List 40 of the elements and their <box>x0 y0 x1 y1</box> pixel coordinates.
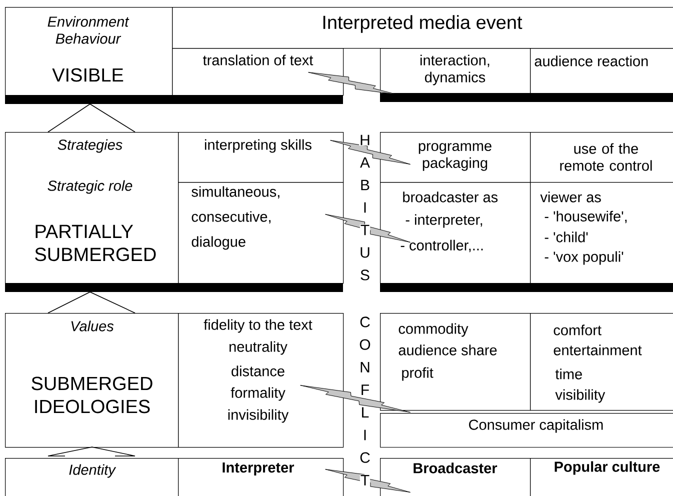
vertical-letter: C <box>359 316 371 328</box>
level-cell: Identity <box>5 458 179 496</box>
table-cell: Interpreter <box>178 458 344 496</box>
table-cell: commodity audience share profit <box>380 313 531 411</box>
vertical-letter: F <box>360 384 370 396</box>
vertical-letter: A <box>360 156 370 168</box>
level-cell: Strategies Strategic role PARTIALLY SUBMERGED <box>5 132 179 284</box>
vertical-letter: I <box>362 202 368 214</box>
lightning-bolt <box>325 214 411 243</box>
vertical-letter: H <box>359 134 371 146</box>
table-cell: comfort entertainment time visibility <box>530 313 673 411</box>
level-cell: Values SUBMERGED IDEOLOGIES <box>5 313 179 448</box>
table-cell: use of the remote control <box>530 132 673 183</box>
vertical-letter: N <box>359 362 371 373</box>
table-cell: audience reaction <box>530 48 673 94</box>
table-cell: simultaneous, consecutive, dialogue <box>178 182 344 284</box>
vertical-letter: S <box>360 269 370 281</box>
vertical-letter: C <box>359 452 371 464</box>
lightning-bolt <box>330 140 411 165</box>
header-cell: Interpreted media event <box>172 7 673 49</box>
table-cell: Consumer capitalism <box>380 413 673 448</box>
vertical-letter: U <box>359 246 371 258</box>
lightning-bolt <box>300 385 411 413</box>
vertical-letter: B <box>360 179 370 191</box>
vertical-letter: O <box>358 338 372 350</box>
vertical-letter: T <box>360 224 370 236</box>
table-cell: broadcaster as - interpreter, - controller,... <box>380 182 531 284</box>
table-cell: interaction, dynamics <box>380 48 531 94</box>
vertical-letter: I <box>362 429 368 441</box>
lightning-bolt <box>308 72 397 95</box>
table-cell: viewer as - 'housewife', - 'child' - 'vox populi' <box>530 182 673 284</box>
vertical-letter: L <box>360 406 370 418</box>
table-cell: translation of text <box>172 48 344 96</box>
table-cell: fidelity to the text neutrality distance formality invisibility <box>178 313 344 448</box>
level-cell: Environment Behaviour VISIBLE <box>5 7 173 96</box>
table-cell: Popular culture <box>530 458 673 496</box>
table-cell: interpreting skills <box>178 132 344 183</box>
table-cell: Broadcaster <box>380 458 531 496</box>
table-cell: programme packaging <box>380 132 531 183</box>
vertical-letter: T <box>360 474 370 486</box>
